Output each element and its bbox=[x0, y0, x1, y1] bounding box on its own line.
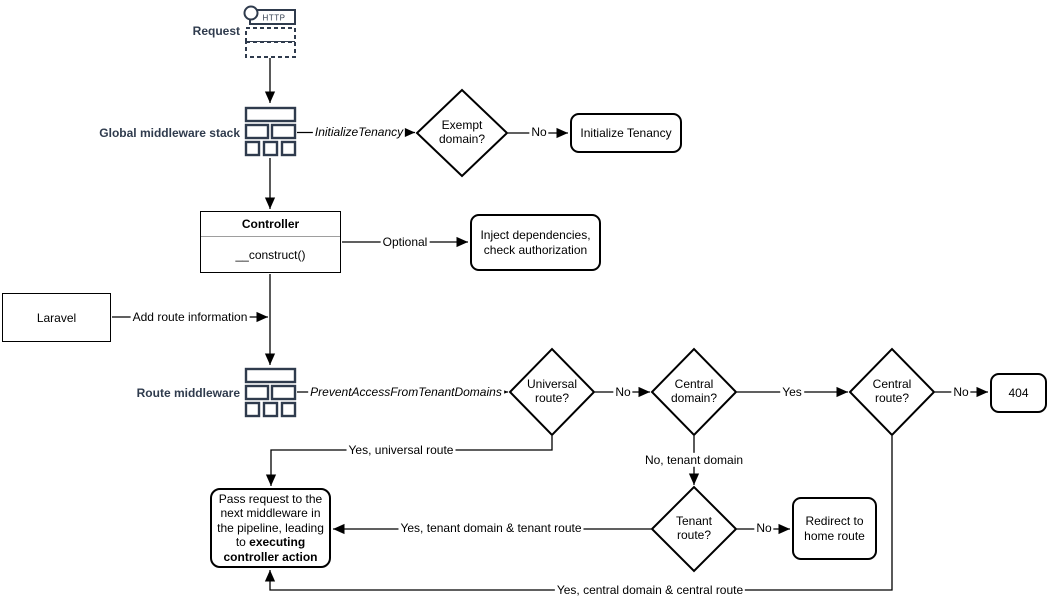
http-request-icon bbox=[243, 5, 296, 58]
pass-request-text: Pass request to the next middleware in t… bbox=[217, 492, 324, 564]
route-middleware-label: Route middleware bbox=[136, 386, 240, 400]
404-box: 404 bbox=[990, 373, 1047, 413]
edge-label-no-tenant-domain: No, tenant domain bbox=[642, 452, 746, 468]
controller-title: Controller bbox=[201, 212, 340, 237]
request-label: Request bbox=[192, 24, 240, 38]
edge-label-initialize-tenancy: InitializeTenancy bbox=[312, 124, 406, 140]
pass-request-bold-text: executing controller action bbox=[223, 535, 318, 564]
404-text: 404 bbox=[1008, 385, 1029, 400]
pass-request-box: Pass request to the next middleware in t… bbox=[210, 488, 331, 568]
http-icon-label: HTTP bbox=[262, 13, 286, 22]
edge-label-optional: Optional bbox=[380, 234, 430, 250]
inject-dependencies-text: Inject dependencies, check authorization bbox=[480, 228, 591, 257]
edge-label-yes-central-route: Yes, central domain & central route bbox=[554, 582, 746, 598]
exempt-domain-diamond bbox=[415, 88, 509, 178]
controller-class-box: Controller __construct() bbox=[200, 211, 341, 273]
controller-construct-method: __construct() bbox=[235, 247, 306, 262]
central-domain-label: Central domain? bbox=[670, 377, 718, 405]
edge-label-no-exempt: No bbox=[529, 124, 549, 140]
central-route-diamond bbox=[848, 347, 936, 437]
redirect-home-box: Redirect to home route bbox=[792, 497, 877, 560]
global-middleware-stack-label: Global middleware stack bbox=[99, 126, 240, 140]
laravel-box: Laravel bbox=[2, 293, 111, 342]
central-route-label: Central route? bbox=[872, 377, 912, 405]
edge-label-yes-tenant-route: Yes, tenant domain & tenant route bbox=[398, 520, 584, 536]
edge-label-add-route-information: Add route information bbox=[130, 309, 250, 325]
central-domain-diamond bbox=[650, 347, 738, 437]
universal-route-label: Universal route? bbox=[526, 377, 578, 405]
edge-label-no-central-route: No bbox=[951, 384, 971, 400]
laravel-text: Laravel bbox=[36, 310, 77, 325]
tenant-route-diamond bbox=[650, 485, 738, 573]
exempt-domain-label: Exempt domain? bbox=[438, 118, 486, 146]
initialize-tenancy-box: Initialize Tenancy bbox=[570, 113, 682, 153]
edge-label-prevent-access: PreventAccessFromTenantDomains bbox=[308, 384, 504, 400]
initialize-tenancy-text: Initialize Tenancy bbox=[580, 125, 672, 140]
edge-label-no-tenant-route: No bbox=[754, 520, 774, 536]
universal-route-diamond bbox=[508, 347, 596, 437]
edge-label-no-universal: No bbox=[613, 384, 633, 400]
middleware-stack-icon bbox=[244, 106, 297, 157]
redirect-home-text: Redirect to home route bbox=[804, 514, 865, 543]
edge-label-yes-central-domain: Yes bbox=[780, 384, 804, 400]
inject-dependencies-box: Inject dependencies, check authorization bbox=[470, 214, 601, 271]
edge-label-yes-universal-route: Yes, universal route bbox=[346, 442, 456, 458]
route-middleware-stack-icon bbox=[244, 367, 297, 418]
tenant-route-label: Tenant route? bbox=[675, 514, 713, 542]
